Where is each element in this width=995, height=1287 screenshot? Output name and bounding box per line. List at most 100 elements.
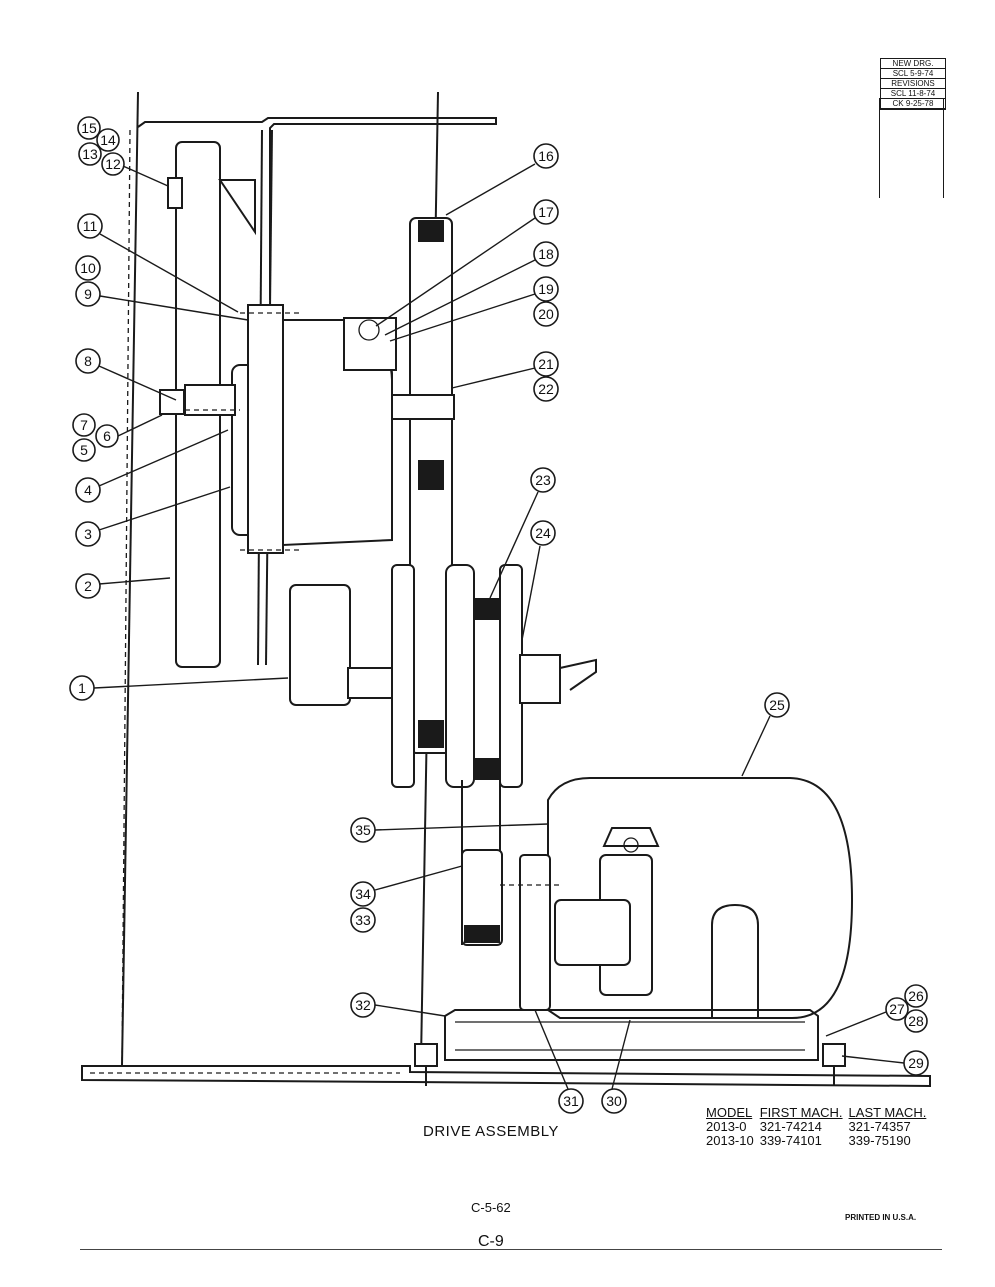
drawing-title: DRIVE ASSEMBLY — [423, 1123, 559, 1140]
svg-text:6: 6 — [103, 428, 111, 444]
callout-2: 2 — [75, 573, 101, 599]
revision-row: REVISIONS — [881, 79, 945, 89]
svg-text:26: 26 — [908, 988, 924, 1004]
last-mach-header: LAST MACH. — [848, 1105, 927, 1120]
last-mach-cell: 321-74357 — [848, 1119, 911, 1134]
last-mach-cell: 339-75190 — [848, 1133, 911, 1148]
variable-pulley — [289, 564, 597, 788]
lower-belt — [461, 780, 503, 946]
callout-20: 20 — [533, 301, 559, 327]
svg-text:19: 19 — [538, 281, 554, 297]
svg-text:21: 21 — [538, 356, 554, 372]
callout-6: 6 — [95, 424, 119, 448]
svg-text:1: 1 — [78, 680, 86, 696]
callout-7: 7 — [72, 413, 96, 437]
callout-21: 21 — [533, 351, 559, 377]
callout-31: 31 — [558, 1088, 584, 1114]
callout-13: 13 — [78, 142, 102, 166]
svg-text:34: 34 — [355, 886, 371, 902]
callout-4: 4 — [75, 477, 101, 503]
revision-row: NEW DRG. — [881, 59, 945, 69]
svg-text:11: 11 — [83, 218, 98, 234]
model-cell: 2013-10 — [706, 1133, 754, 1148]
callout-12: 12 — [101, 152, 125, 176]
callout-29: 29 — [903, 1050, 929, 1076]
table-row: 2013-10 339-74101 339-75190 — [706, 1134, 932, 1148]
svg-text:22: 22 — [538, 381, 554, 397]
svg-text:18: 18 — [538, 246, 554, 262]
callout-26: 26 — [904, 984, 928, 1008]
callout-15: 15 — [77, 116, 101, 140]
svg-text:30: 30 — [606, 1093, 622, 1109]
svg-text:29: 29 — [908, 1055, 924, 1071]
svg-text:20: 20 — [538, 306, 554, 322]
callout-28: 28 — [904, 1009, 928, 1033]
svg-text:25: 25 — [769, 697, 785, 713]
model-table-header: MODEL FIRST MACH. LAST MACH. — [706, 1106, 932, 1120]
revision-block-left-rule — [879, 98, 880, 198]
callout-34: 34 — [350, 881, 376, 907]
callout-1: 1 — [69, 675, 95, 701]
revision-row: SCL 11-8-74 — [881, 89, 945, 99]
model-table: MODEL FIRST MACH. LAST MACH. 2013-0 321-… — [706, 1106, 932, 1148]
svg-text:8: 8 — [84, 353, 92, 369]
svg-text:10: 10 — [80, 260, 96, 276]
first-mach-cell: 321-74214 — [759, 1119, 822, 1134]
callout-25: 25 — [764, 692, 790, 718]
callout-35: 35 — [350, 817, 376, 843]
svg-text:13: 13 — [82, 146, 98, 162]
footer-rule — [80, 1249, 942, 1250]
callout-18: 18 — [533, 241, 559, 267]
callout-9: 9 — [75, 281, 101, 307]
svg-text:15: 15 — [81, 120, 97, 136]
callout-14: 14 — [96, 128, 120, 152]
callout-33: 33 — [350, 907, 376, 933]
electric-motor — [500, 777, 854, 1020]
upper-pulley — [391, 217, 455, 754]
callout-10: 10 — [75, 255, 101, 281]
callout-24: 24 — [530, 520, 556, 546]
revision-row: CK 9-25-78 — [881, 99, 945, 109]
svg-text:16: 16 — [538, 148, 554, 164]
callout-11: 11 — [77, 213, 103, 239]
svg-text:12: 12 — [105, 156, 121, 172]
motor-base — [414, 1009, 846, 1086]
svg-text:28: 28 — [908, 1013, 924, 1029]
svg-text:7: 7 — [80, 417, 88, 433]
svg-text:17: 17 — [538, 204, 554, 220]
leader-lines — [93, 163, 905, 1090]
revision-block: NEW DRG. SCL 5-9-74 REVISIONS SCL 11-8-7… — [880, 58, 946, 110]
svg-text:9: 9 — [84, 286, 92, 302]
callout-3: 3 — [75, 521, 101, 547]
callout-5: 5 — [72, 438, 96, 462]
svg-text:4: 4 — [84, 482, 92, 498]
callout-8: 8 — [75, 348, 101, 374]
svg-text:5: 5 — [80, 442, 88, 458]
svg-text:35: 35 — [355, 822, 371, 838]
svg-text:14: 14 — [100, 132, 116, 148]
model-header: MODEL — [706, 1105, 753, 1120]
page-number: C-9 — [478, 1233, 504, 1250]
svg-text:33: 33 — [355, 912, 371, 928]
callout-17: 17 — [533, 199, 559, 225]
model-cell: 2013-0 — [706, 1119, 747, 1134]
page-code: C-5-62 — [471, 1200, 511, 1215]
first-mach-cell: 339-74101 — [759, 1133, 822, 1148]
svg-text:27: 27 — [889, 1001, 905, 1017]
callout-16: 16 — [533, 143, 559, 169]
first-mach-header: FIRST MACH. — [759, 1105, 843, 1120]
table-row: 2013-0 321-74214 321-74357 — [706, 1120, 932, 1134]
svg-text:24: 24 — [535, 525, 551, 541]
callout-19: 19 — [533, 276, 559, 302]
printed-note: PRINTED IN U.S.A. — [845, 1213, 917, 1222]
svg-text:3: 3 — [84, 526, 92, 542]
svg-text:31: 31 — [563, 1093, 579, 1109]
revision-block-right-rule — [943, 98, 944, 198]
callout-27: 27 — [885, 997, 909, 1021]
callout-22: 22 — [533, 376, 559, 402]
svg-text:23: 23 — [535, 472, 551, 488]
callout-30: 30 — [601, 1088, 627, 1114]
revision-row: SCL 5-9-74 — [881, 69, 945, 79]
callout-32: 32 — [350, 992, 376, 1018]
